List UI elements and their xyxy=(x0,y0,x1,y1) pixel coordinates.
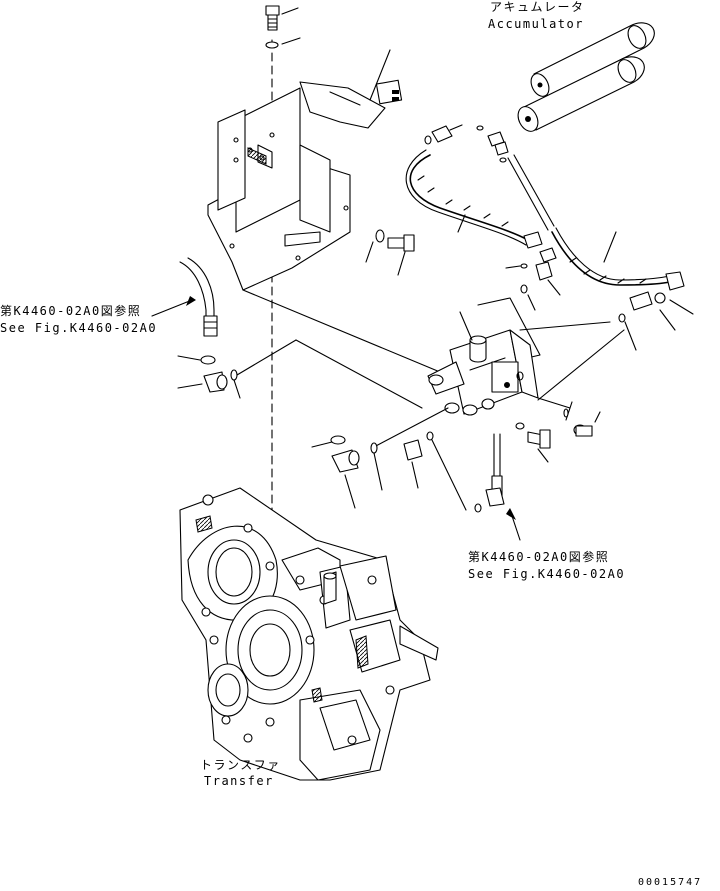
valve-bolt xyxy=(515,397,601,463)
bracket-bolt xyxy=(365,229,415,276)
drawing-number: 00015747 xyxy=(638,877,703,888)
accumulator-label-jp: アキュムレータ xyxy=(490,0,585,14)
accumulator-label-en: Accumulator xyxy=(488,17,584,31)
ref-left-label-en: See Fig.K4460-02A0 xyxy=(0,321,158,335)
hose-right xyxy=(507,154,685,291)
transfer-label-jp: トランスファ xyxy=(200,758,281,772)
leader-bracket-valve xyxy=(242,289,441,373)
ref-right-label-en: See Fig.K4460-02A0 xyxy=(468,567,626,581)
accumulator xyxy=(517,22,655,132)
fitting-guide-lines xyxy=(236,321,625,449)
control-valve xyxy=(427,297,541,416)
ref-left-label-jp: 第K4460-02A0図参照 xyxy=(0,304,142,318)
right-pipe xyxy=(485,433,521,541)
left-fittings xyxy=(177,355,241,399)
middle-fittings xyxy=(311,431,482,513)
hose-left xyxy=(405,149,557,263)
ref-right-label-jp: 第K4460-02A0図参照 xyxy=(468,550,610,564)
transfer-case xyxy=(179,487,439,781)
left-pipe xyxy=(179,257,218,337)
hose-fittings xyxy=(505,261,694,351)
bolt-top xyxy=(265,5,299,31)
transfer-label-en: Transfer xyxy=(204,774,274,788)
washer-top xyxy=(265,37,301,49)
ref-arrow-left xyxy=(151,296,196,317)
accumulator-fittings xyxy=(424,124,509,163)
mounting-bracket xyxy=(207,49,403,291)
